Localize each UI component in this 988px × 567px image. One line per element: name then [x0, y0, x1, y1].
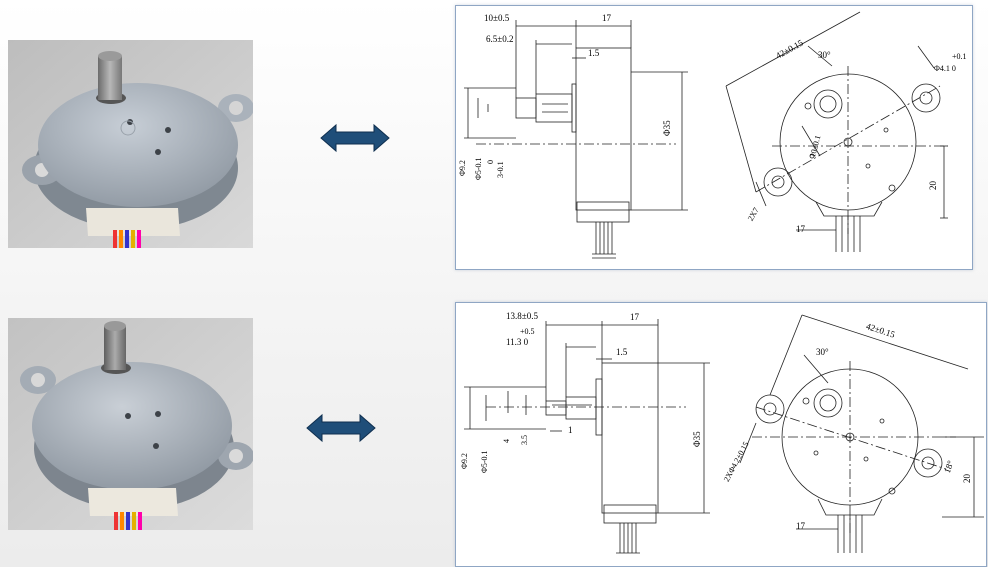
- dim-label: 13.8±0.5: [506, 311, 538, 321]
- dim-label: Φ5-0.1: [474, 157, 483, 180]
- dim-label: Φ35: [662, 120, 672, 136]
- dim-label: Φ35: [692, 431, 702, 447]
- dim-label: 17: [602, 13, 611, 23]
- dim-label: 1: [568, 425, 573, 435]
- dim-label: Φ4.1 0: [934, 64, 956, 73]
- dimension-drawing-top: [464, 11, 948, 259]
- dim-label: Φ5-0.1: [480, 450, 489, 473]
- dim-label: Φ9.2: [460, 453, 469, 469]
- stepper-motor-photo-icon: [8, 40, 253, 248]
- dimension-drawing-bottom: [464, 314, 984, 554]
- dim-label: +0.5: [520, 327, 535, 336]
- dim-label: 10±0.5: [484, 13, 510, 23]
- motor-photo-top: [8, 40, 253, 248]
- dim-label: 4: [502, 439, 511, 443]
- dim-label: 17: [796, 224, 805, 234]
- dim-label: 17: [630, 312, 639, 322]
- dim-label: 6.5±0.2: [486, 34, 514, 44]
- dim-label: 0: [486, 160, 495, 164]
- double-arrow-top: [320, 123, 390, 158]
- dim-label: 3.5: [520, 435, 529, 445]
- dim-label: 20: [962, 474, 972, 483]
- dim-label: 3-0.1: [496, 161, 505, 178]
- dim-label: +0.1: [952, 52, 967, 61]
- dim-label: 20: [928, 181, 938, 190]
- technical-drawing-top: 10±0.5 17 6.5±0.2 1.5 Φ35 Φ9.2 Φ5-0.1 0 …: [455, 5, 973, 270]
- dim-label: 17: [796, 521, 805, 531]
- dim-label: 30°: [818, 50, 831, 60]
- double-arrow-icon: [320, 123, 390, 153]
- dim-label: Φ9.2: [458, 160, 467, 176]
- technical-drawing-bottom: 13.8±0.5 17 +0.5 11.3 0 1.5 Φ35 Φ9.2 Φ5-…: [455, 302, 987, 567]
- dim-label: 30°: [816, 347, 829, 357]
- dim-label: 11.3 0: [506, 337, 529, 347]
- dim-label: 1.5: [616, 347, 628, 357]
- double-arrow-icon: [306, 413, 376, 443]
- dim-label: 1.5: [588, 48, 600, 58]
- motor-photo-bottom: [8, 318, 253, 530]
- stepper-motor-photo-icon: [8, 318, 253, 530]
- double-arrow-bottom: [306, 413, 376, 448]
